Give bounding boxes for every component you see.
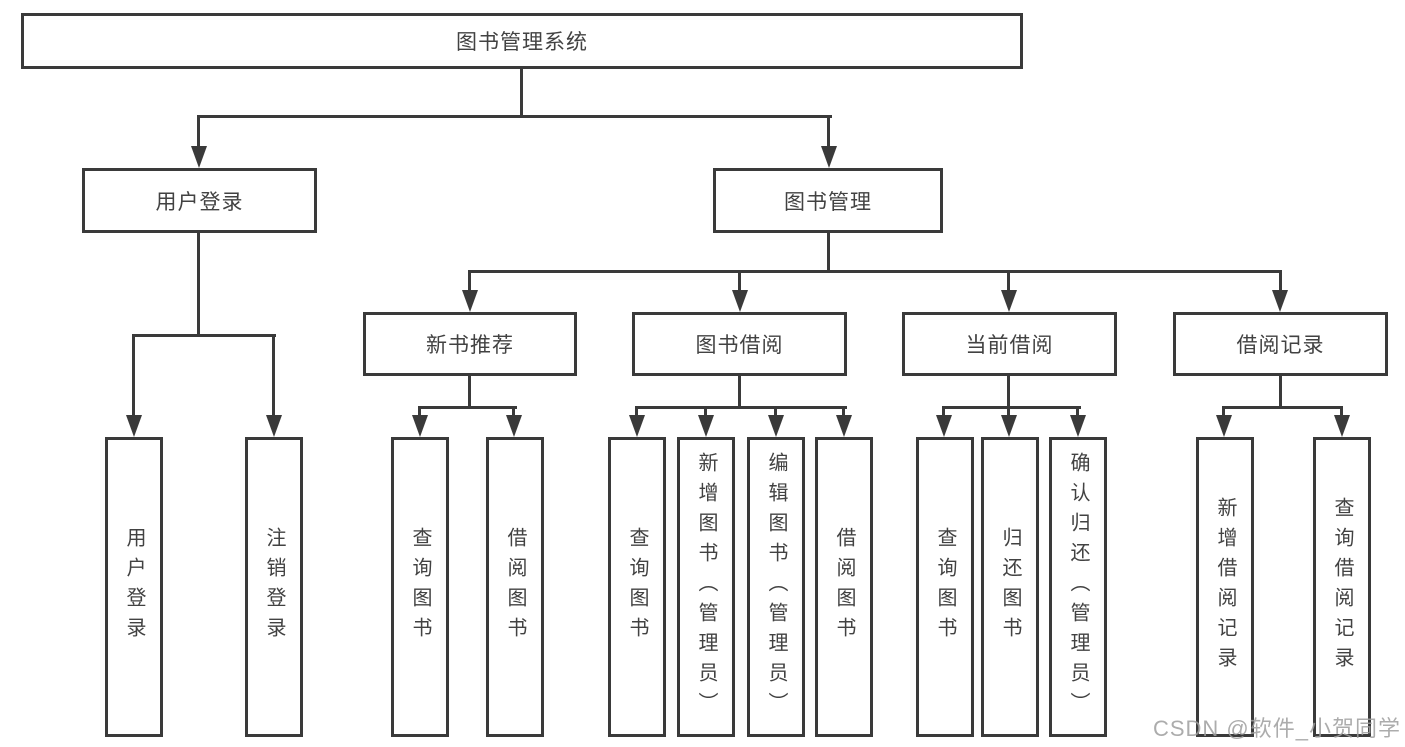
- leaf-return-books: 归还图书: [981, 437, 1039, 737]
- node-label: 当前借阅: [965, 334, 1054, 357]
- connector-drop-login: [132, 334, 135, 418]
- connector-drop-new-books: [468, 270, 471, 293]
- leaf-add-borrow-record: 新增借阅记录: [1196, 437, 1254, 737]
- connector-drop-leaf: [704, 406, 707, 418]
- connector-current-borrow-stem: [1007, 376, 1010, 409]
- leaf-label: 查询图书: [626, 527, 648, 647]
- connector-current-borrow-bar: [942, 406, 1081, 409]
- leaf-label: 确认归还（管理员）: [1067, 452, 1089, 722]
- arrow-book-borrow: [732, 290, 748, 312]
- connector-drop-leaf: [1007, 406, 1010, 418]
- connector-user-login-bar: [132, 334, 276, 337]
- connector-root-stem: [520, 69, 523, 117]
- connector-book-borrow-stem: [738, 376, 741, 409]
- leaf-label: 用户登录: [123, 527, 145, 647]
- connector-new-books-bar: [418, 406, 517, 409]
- leaf-edit-books-admin: 编辑图书（管理员）: [747, 437, 805, 737]
- leaf-label: 归还图书: [999, 527, 1021, 647]
- connector-drop-leaf: [1076, 406, 1079, 418]
- arrow-leaf: [629, 415, 645, 437]
- leaf-query-borrow-record: 查询借阅记录: [1313, 437, 1371, 737]
- connector-drop-leaf: [418, 406, 421, 418]
- connector-drop-leaf: [635, 406, 638, 418]
- leaf-query-books-1: 查询图书: [391, 437, 449, 737]
- connector-drop-book-borrow: [738, 270, 741, 293]
- node-borrowing-records: 借阅记录: [1173, 312, 1388, 376]
- connector-drop-book-management: [827, 115, 830, 149]
- connector-book-management-stem: [827, 233, 830, 272]
- arrow-leaf: [836, 415, 852, 437]
- connector-drop-borrow-records: [1279, 270, 1282, 293]
- arrow-leaf: [506, 415, 522, 437]
- node-label: 借阅记录: [1236, 334, 1325, 357]
- arrow-leaf: [1334, 415, 1350, 437]
- node-label: 图书管理: [784, 190, 872, 214]
- node-label: 用户登录: [155, 190, 244, 214]
- arrow-current-borrow: [1001, 290, 1017, 312]
- arrow-leaf: [412, 415, 428, 437]
- arrow-login: [126, 415, 142, 437]
- connector-borrow-records-stem: [1279, 376, 1282, 409]
- leaf-label: 查询借阅记录: [1331, 497, 1353, 677]
- connector-book-borrow-bar: [635, 406, 847, 409]
- arrow-leaf: [698, 415, 714, 437]
- connector-drop-leaf: [942, 406, 945, 418]
- connector-drop-leaf: [1340, 406, 1343, 418]
- arrow-leaf: [768, 415, 784, 437]
- csdn-watermark: CSDN @软件_小贺同学: [1152, 716, 1401, 741]
- leaf-label: 注销登录: [263, 527, 285, 647]
- connector-new-books-stem: [468, 376, 471, 409]
- connector-drop-leaf: [842, 406, 845, 418]
- node-library-management-system: 图书管理系统: [21, 13, 1023, 69]
- leaf-label: 新增图书（管理员）: [695, 452, 717, 722]
- leaf-label: 编辑图书（管理员）: [765, 452, 787, 722]
- connector-borrow-records-bar: [1222, 406, 1343, 409]
- leaf-user-login: 用户登录: [105, 437, 163, 737]
- node-new-book-recommendation: 新书推荐: [363, 312, 577, 376]
- leaf-label: 借阅图书: [833, 527, 855, 647]
- node-current-borrowing: 当前借阅: [902, 312, 1117, 376]
- leaf-borrow-books-1: 借阅图书: [486, 437, 544, 737]
- connector-drop-logout: [272, 334, 275, 418]
- arrow-logout: [266, 415, 282, 437]
- node-book-borrowing: 图书借阅: [632, 312, 847, 376]
- connector-user-login-stem: [197, 233, 200, 336]
- connector-drop-leaf: [774, 406, 777, 418]
- connector-drop-leaf: [1222, 406, 1225, 418]
- connector-drop-user-login: [197, 115, 200, 149]
- leaf-borrow-books-2: 借阅图书: [815, 437, 873, 737]
- leaf-logout: 注销登录: [245, 437, 303, 737]
- arrow-new-books: [462, 290, 478, 312]
- arrow-book-management: [821, 146, 837, 168]
- arrow-leaf: [1001, 415, 1017, 437]
- connector-book-management-bar: [468, 270, 1282, 273]
- arrow-leaf: [1216, 415, 1232, 437]
- leaf-confirm-return-admin: 确认归还（管理员）: [1049, 437, 1107, 737]
- arrow-leaf: [936, 415, 952, 437]
- leaf-label: 新增借阅记录: [1214, 497, 1236, 677]
- arrow-borrow-records: [1272, 290, 1288, 312]
- node-label: 图书借阅: [695, 334, 784, 357]
- arrow-leaf: [1070, 415, 1086, 437]
- connector-drop-leaf: [512, 406, 515, 418]
- leaf-query-books-2: 查询图书: [608, 437, 666, 737]
- leaf-add-books-admin: 新增图书（管理员）: [677, 437, 735, 737]
- arrow-user-login: [191, 146, 207, 168]
- connector-root-bar: [197, 115, 832, 118]
- leaf-label: 查询图书: [934, 527, 956, 647]
- leaf-label: 借阅图书: [504, 527, 526, 647]
- connector-drop-current-borrow: [1007, 270, 1010, 293]
- node-label: 图书管理系统: [456, 31, 588, 54]
- leaf-query-books-3: 查询图书: [916, 437, 974, 737]
- node-label: 新书推荐: [426, 334, 514, 357]
- leaf-label: 查询图书: [409, 527, 431, 647]
- node-book-management: 图书管理: [713, 168, 943, 233]
- node-user-login: 用户登录: [82, 168, 317, 233]
